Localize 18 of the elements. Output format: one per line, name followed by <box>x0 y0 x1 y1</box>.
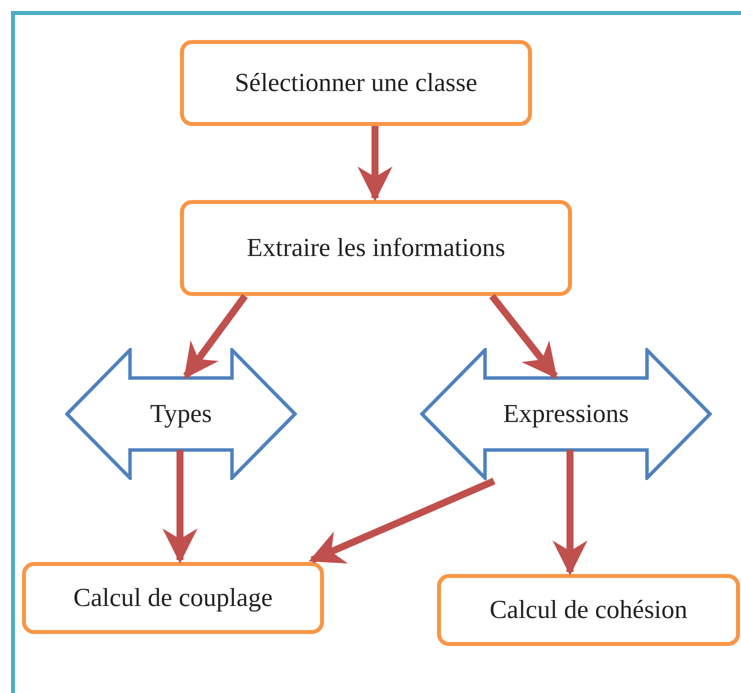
arrow <box>308 478 496 564</box>
process-box <box>180 200 572 296</box>
process-box <box>437 574 740 646</box>
node-label: Types <box>150 399 212 429</box>
double-arrow-shape <box>65 348 297 480</box>
node-label: Expressions <box>503 399 629 429</box>
node-label: Calcul de cohésion <box>490 595 688 625</box>
process-box <box>180 40 532 126</box>
process-box <box>22 562 324 634</box>
node-label: Extraire les informations <box>246 233 506 263</box>
node-label: Sélectionner une classe <box>234 68 478 98</box>
arrow <box>358 126 392 202</box>
double-arrow-shape <box>420 348 712 480</box>
arrow <box>552 450 588 576</box>
arrow <box>489 294 558 379</box>
arrow <box>183 294 248 379</box>
arrow <box>162 450 198 564</box>
node-label: Calcul de couplage <box>73 583 273 613</box>
